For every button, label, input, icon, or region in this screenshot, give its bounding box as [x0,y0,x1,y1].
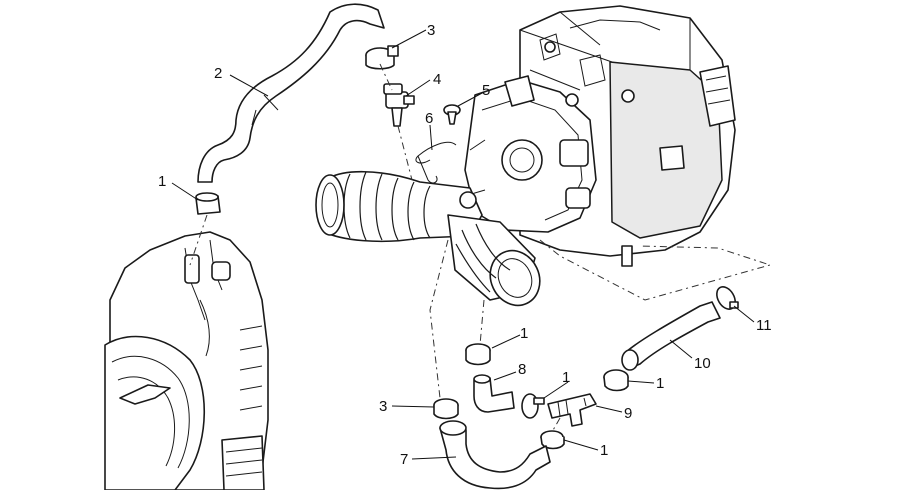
callout-3: 3 [427,22,435,39]
logo-wing-emblem [119,384,171,405]
callout-9: 9 [624,405,632,422]
hose-clamp [603,369,629,392]
callout-10: 10 [694,355,711,372]
callout-2: 2 [214,65,222,82]
hose-clamp [540,430,565,450]
callout-1: 1 [520,325,528,342]
callout-1: 1 [562,369,570,386]
throttle-body [464,75,597,233]
hose-clamp [365,45,399,70]
callout-5: 5 [482,82,490,99]
callout-6: 6 [425,110,433,127]
callout-11: 11 [756,317,772,334]
breather-hose [197,3,385,183]
hose-clamp [433,398,459,420]
callout-8: 8 [518,361,526,378]
callout-1: 1 [656,375,664,392]
callout-3: 3 [379,398,387,415]
hose-clamp [716,286,739,310]
callout-1: 1 [600,442,608,459]
leader-lines [171,29,755,460]
intake-duct [315,170,541,307]
screw [443,104,461,125]
callout-1: 1 [158,173,166,190]
hose-clamp [465,343,491,366]
wire-clip [415,141,457,184]
connection-lines [189,63,772,433]
elbow-fitting [473,377,515,413]
callout-7: 7 [400,451,408,468]
y-fitting [547,393,597,427]
engine-cover [104,231,269,490]
callout-4: 4 [433,71,441,88]
breather-valve [383,83,415,127]
hose-clamp [521,393,545,419]
hose-clamp [195,192,221,215]
drain-hose [625,301,721,369]
callout-labels: 1 2 3 4 5 6 1 8 1 10 1 11 3 9 1 7 [158,22,772,468]
